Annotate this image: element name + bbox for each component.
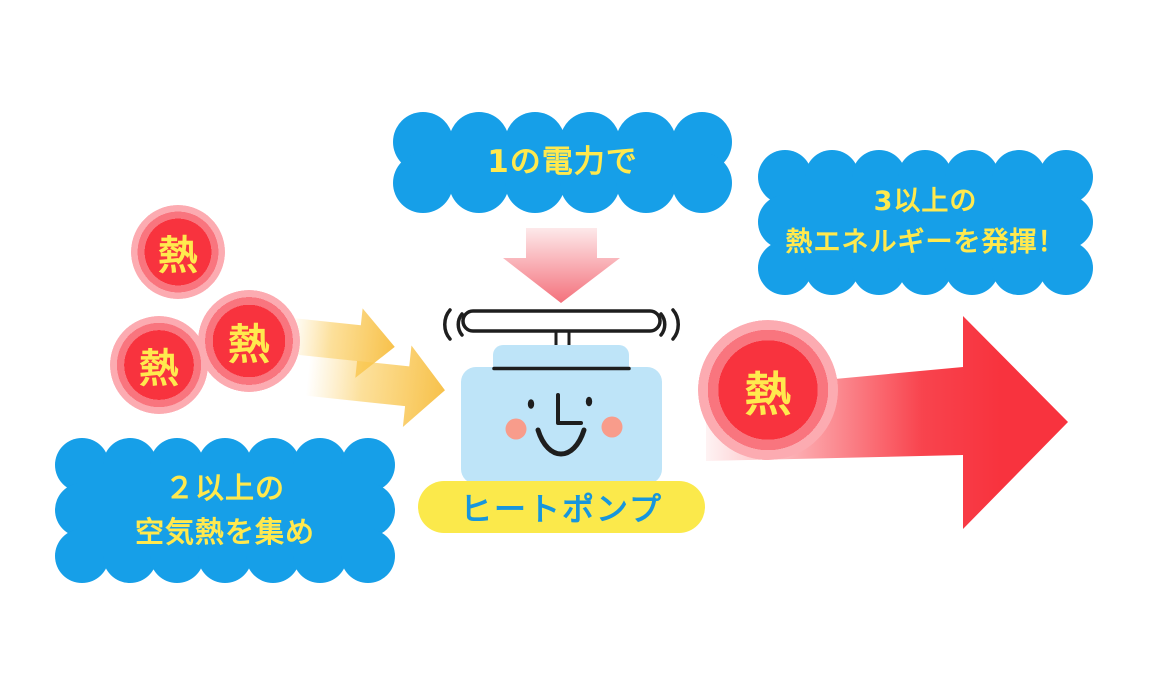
air-heat-arrow-1-icon — [287, 308, 395, 378]
cloud-shape-icon — [55, 438, 395, 583]
heat-pump-label: ヒートポンプ — [418, 481, 705, 533]
bubble-electricity: 1の電力で — [393, 112, 732, 213]
eye-left — [527, 399, 535, 409]
bubble-air-heat-line2: 空気熱を集め — [134, 514, 315, 549]
cheek-right — [601, 416, 623, 438]
heat-pump-label-text: ヒートポンプ — [459, 490, 664, 528]
nose — [556, 393, 583, 425]
fan-icon — [461, 309, 662, 333]
bubble-air-heat: ２以上の 空気熱を集め — [55, 438, 395, 583]
bubble-output-line1: 3以上の — [873, 186, 978, 217]
cheek-left — [505, 418, 527, 440]
pump-face — [505, 393, 623, 457]
heat-unit-badge: 熱 — [110, 316, 208, 414]
eye-right — [585, 396, 593, 407]
heat-unit-badge: 熱 — [131, 205, 225, 299]
bubble-electricity-text: 1の電力で — [487, 144, 638, 181]
fan-motion-marks-icon — [443, 308, 680, 341]
bubble-air-heat-line1: ２以上の — [164, 471, 285, 505]
heat-output-arrow-icon — [706, 316, 1068, 529]
heat-unit-badge: 熱 — [198, 290, 300, 392]
heat-unit-label: 熱 — [744, 367, 792, 423]
cloud-shape-icon — [393, 112, 732, 213]
pump-body — [461, 367, 662, 484]
bubble-output-line2: 熱エネルギーを発揮！ — [785, 226, 1066, 258]
smile — [535, 427, 587, 457]
bubble-output: 3以上の 熱エネルギーを発揮！ — [758, 150, 1093, 295]
heat-output-badge: 熱 — [698, 320, 838, 460]
heat-unit-label: 熱 — [158, 233, 198, 279]
air-heat-arrow-2-icon — [305, 345, 445, 428]
heat-unit-label: 熱 — [139, 346, 179, 392]
heat-unit-label: 熱 — [227, 319, 270, 369]
cloud-shape-icon — [758, 150, 1093, 295]
electricity-down-arrow-icon — [503, 228, 620, 303]
